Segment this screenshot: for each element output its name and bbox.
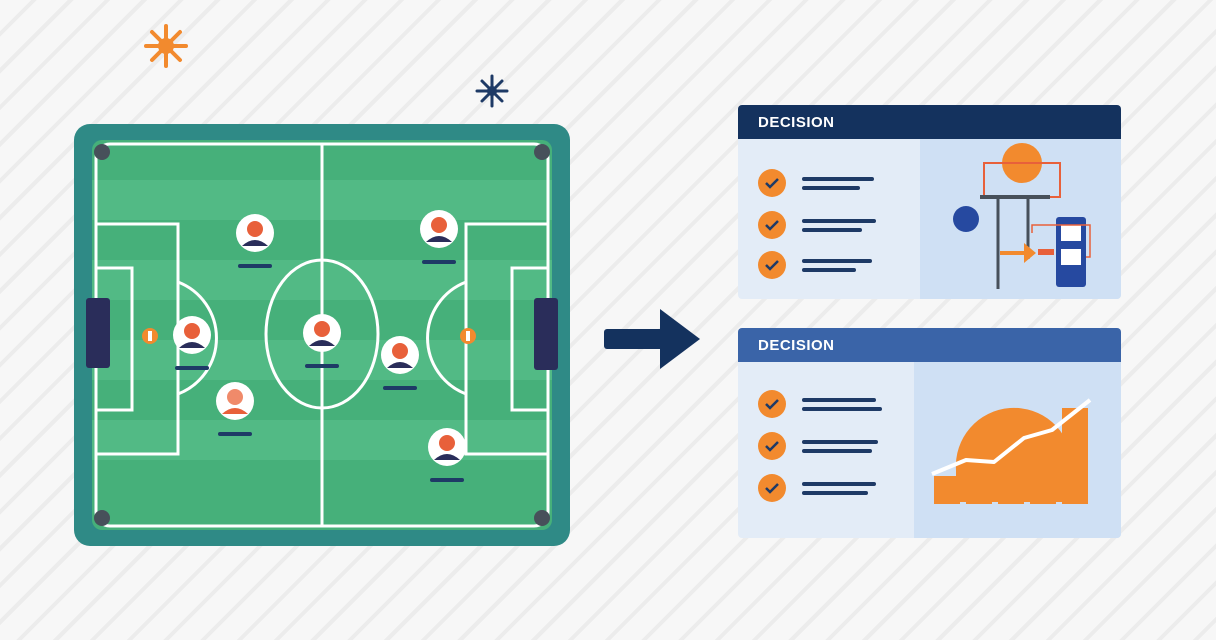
- card-title: DECISION: [758, 113, 835, 131]
- growth-chart-panel: [914, 362, 1121, 538]
- card-title: DECISION: [758, 336, 835, 354]
- player-avatar-icon: [420, 210, 458, 264]
- card-body: [738, 362, 1121, 538]
- player-avatar-icon: [381, 336, 419, 390]
- player-avatar-icon: [428, 428, 466, 482]
- checkmark-icon: [758, 432, 786, 460]
- checklist-item: [758, 169, 874, 197]
- checklist-item: [758, 390, 882, 418]
- checklist-item: [758, 251, 872, 279]
- card-header: DECISION: [738, 105, 1121, 139]
- checklist-item: [758, 211, 876, 239]
- checkmark-icon: [758, 474, 786, 502]
- player-avatar-icon: [173, 316, 211, 370]
- navy-star-icon: [475, 74, 509, 108]
- checkmark-icon: [758, 251, 786, 279]
- card-body: [738, 139, 1121, 299]
- player-avatar-icon: [236, 214, 274, 268]
- checklist-item: [758, 474, 876, 502]
- checkmark-icon: [758, 169, 786, 197]
- decision-card-2: DECISION: [738, 328, 1121, 538]
- orange-star-icon: [144, 24, 188, 68]
- card-header: DECISION: [738, 328, 1121, 362]
- decision-card-1: DECISION: [738, 105, 1121, 299]
- checklist-item: [758, 432, 878, 460]
- player-avatar-icon: [216, 382, 254, 436]
- arrow-right-icon: [604, 309, 700, 369]
- checkmark-icon: [758, 211, 786, 239]
- player-avatar-icon: [303, 314, 341, 368]
- flow-diagram-panel: [920, 139, 1121, 299]
- checkmark-icon: [758, 390, 786, 418]
